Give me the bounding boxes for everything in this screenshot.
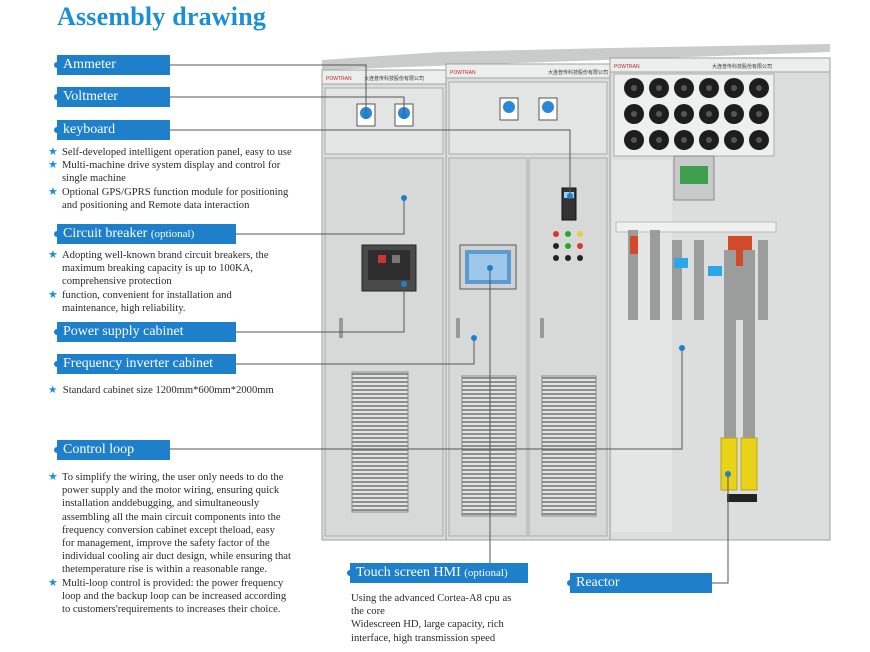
frequency-inverter-cabinet-label: Frequency inverter cabinet	[54, 354, 236, 374]
cabinet-1-meter-panel	[324, 87, 444, 155]
cabinet-1-handle	[339, 318, 343, 338]
keyboard-note: ★Optional GPS/GPRS function module for p…	[48, 185, 289, 198]
reactor-cable-left	[724, 250, 736, 490]
cabinet-3-side	[612, 160, 672, 532]
reactor-base	[727, 494, 757, 502]
cabinet-size-note: ★ Standard cabinet size 1200mm*600mm*200…	[48, 385, 274, 396]
reactor-coil-left	[720, 437, 738, 491]
breaker-notes: ★Adopting well-known brand circuit break…	[48, 249, 269, 314]
control-note: ★To simplify the wiring, the user only n…	[48, 471, 284, 483]
breaker-note: ★function, convenient for installation a…	[48, 288, 232, 301]
reactor-label: Reactor	[567, 573, 712, 593]
cabinet-2-brand: POWTRAN	[450, 70, 476, 76]
cabinet-1-vent	[351, 371, 409, 513]
keyboard-note: ★Multi-machine drive system display and …	[48, 159, 281, 172]
ammeter-label: Ammeter	[54, 55, 170, 75]
touch-screen-hmi-label: Touch screen HMI (optional)	[347, 563, 528, 583]
hmi-notes: Using the advanced Cortea-A8 cpu as the …	[351, 592, 511, 645]
breaker-note: ★Adopting well-known brand circuit break…	[48, 249, 269, 261]
hmi-note: the core	[351, 606, 385, 618]
cabinet-3-brand: POWTRAN	[614, 64, 640, 70]
cabinet-2-company: 大连普传科技股份有限公司	[548, 69, 608, 76]
cabinet-1-company: 大连普传科技股份有限公司	[364, 75, 424, 82]
circuit-breaker-label: Circuit breaker (optional)	[54, 224, 236, 244]
cabinet-2-vent-left	[461, 375, 517, 517]
cooling-fans	[624, 78, 769, 150]
busbar-rail	[615, 221, 777, 233]
keyboard-notes: ★Self-developed intelligent operation pa…	[48, 146, 292, 211]
hmi-note: Widescreen HD, large capacity, rich	[351, 619, 504, 631]
cabinet-2-vent-right	[541, 375, 597, 517]
reactor-coil-right	[740, 437, 758, 491]
cabinet-2-handle-right	[540, 318, 544, 338]
control-notes: ★To simplify the wiring, the user only n…	[48, 471, 291, 616]
cabinet-2-meter-panel	[448, 81, 608, 155]
keyboard-label: keyboard	[54, 120, 170, 140]
voltmeter-label: Voltmeter	[54, 87, 170, 107]
control-note: ★Multi-loop control is provided: the pow…	[48, 576, 284, 589]
keyboard-note: ★Self-developed intelligent operation pa…	[48, 146, 292, 158]
cabinet-3-header	[609, 57, 831, 73]
page-title: Assembly drawing	[57, 2, 267, 31]
leader-dots	[363, 113, 731, 477]
control-loop-label: Control loop	[54, 440, 170, 460]
indicator-lights	[553, 231, 583, 261]
cabinet-2-handle-left	[456, 318, 460, 338]
hmi-note: interface, high transmission speed	[351, 632, 496, 644]
cabinet-3-company: 大连普传科技股份有限公司	[712, 63, 772, 70]
power-supply-cabinet-label: Power supply cabinet	[54, 322, 236, 342]
cabinet-1-brand: POWTRAN	[326, 76, 352, 82]
reactor-cable-right	[743, 250, 755, 490]
hmi-note: Using the advanced Cortea-A8 cpu as	[351, 593, 512, 604]
